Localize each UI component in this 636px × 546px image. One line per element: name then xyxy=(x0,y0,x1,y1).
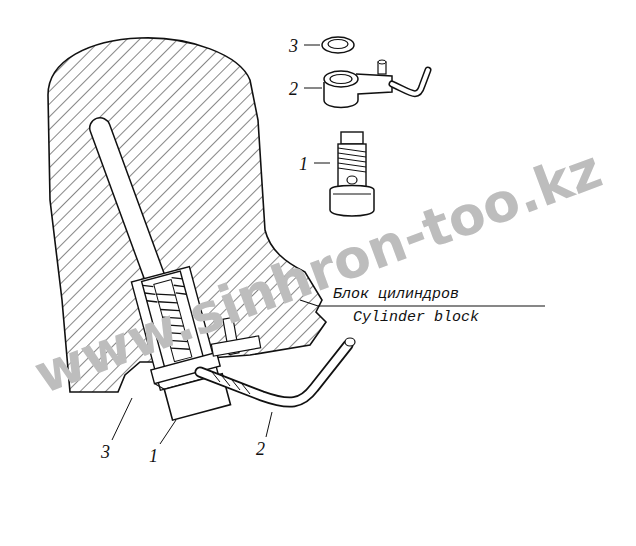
callout-number: 1 xyxy=(299,155,308,173)
callout-number: 3 xyxy=(101,443,110,461)
callout-number: 1 xyxy=(149,447,158,465)
part-name: Блок цилиндров xyxy=(333,287,459,302)
part-name: Cylinder block xyxy=(353,310,479,325)
callout-number: 3 xyxy=(289,37,298,55)
callout-number: 2 xyxy=(289,80,298,98)
callout-number: 2 xyxy=(256,440,265,458)
